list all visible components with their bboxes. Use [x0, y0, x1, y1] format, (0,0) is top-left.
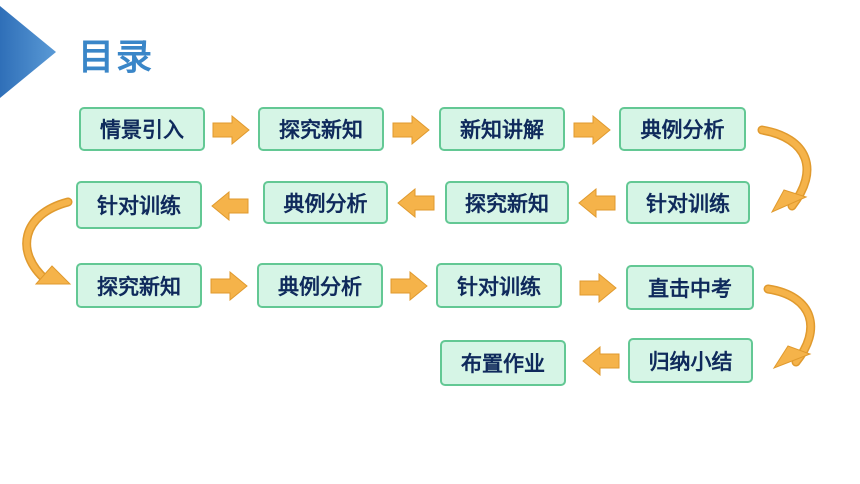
arrow-right-icon: [573, 115, 611, 145]
arrow-left-icon: [397, 188, 435, 218]
step-6-box[interactable]: 探究新知: [445, 181, 569, 224]
page-title: 目录: [78, 37, 155, 78]
step-9-box[interactable]: 探究新知: [76, 263, 202, 308]
arrow-right-icon: [390, 271, 428, 301]
arrow-right-icon: [212, 115, 250, 145]
curved-arrow-left-down-icon: [22, 197, 73, 285]
step-3-box[interactable]: 新知讲解: [439, 107, 565, 151]
step-1-box[interactable]: 情景引入: [79, 107, 205, 151]
arrow-left-icon: [578, 188, 616, 218]
step-2-box[interactable]: 探究新知: [258, 107, 384, 151]
curved-arrow-right-down-icon: [763, 284, 816, 370]
arrow-right-icon: [392, 115, 430, 145]
step-7-box[interactable]: 典例分析: [263, 181, 388, 224]
corner-triangle-decoration: [0, 6, 56, 98]
arrow-right-icon: [210, 271, 248, 301]
step-13-box[interactable]: 归纳小结: [628, 338, 753, 383]
step-10-box[interactable]: 典例分析: [257, 263, 383, 308]
step-12-box[interactable]: 直击中考: [626, 265, 754, 310]
arrow-left-icon: [211, 191, 249, 221]
arrow-left-icon: [582, 346, 620, 376]
step-8-box[interactable]: 针对训练: [76, 181, 202, 229]
step-14-box[interactable]: 布置作业: [440, 340, 566, 386]
curved-arrow-right-down-icon: [757, 125, 812, 214]
step-5-box[interactable]: 针对训练: [626, 181, 750, 224]
arrow-right-icon: [579, 273, 617, 303]
step-4-box[interactable]: 典例分析: [619, 107, 746, 151]
step-11-box[interactable]: 针对训练: [436, 263, 562, 308]
